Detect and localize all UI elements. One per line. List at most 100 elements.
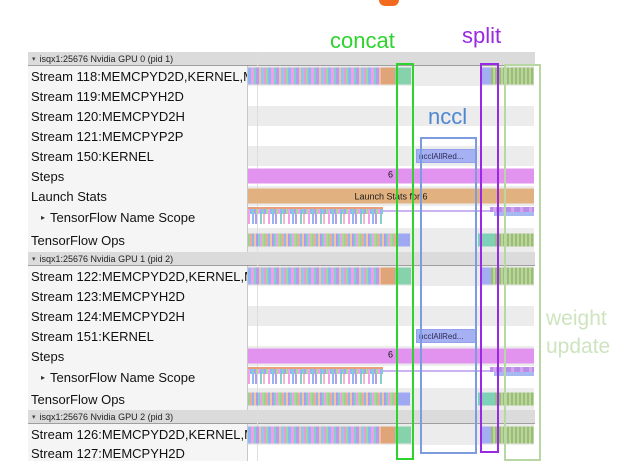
name-scope-span-bar[interactable]: [383, 210, 490, 212]
track-timeline[interactable]: [248, 86, 534, 106]
track-timeline[interactable]: [248, 306, 534, 326]
track-timeline[interactable]: [248, 424, 534, 445]
ops-event-teal[interactable]: [478, 392, 495, 406]
track-label[interactable]: TensorFlow Ops: [28, 388, 248, 410]
collapse-triangle-icon[interactable]: ▾: [32, 55, 36, 63]
annotation-weight-update-label: weight update: [546, 305, 610, 361]
step-number: 6: [388, 349, 394, 360]
track-label[interactable]: ▸ TensorFlow Name Scope: [28, 206, 248, 228]
track-timeline[interactable]: [248, 228, 534, 252]
track-label-text: TensorFlow Name Scope: [50, 369, 196, 385]
event-bar-orange[interactable]: [381, 267, 395, 285]
track-timeline[interactable]: 6: [248, 166, 534, 186]
track-timeline[interactable]: [248, 206, 534, 228]
track-row-stream151: Stream 151:KERNEL ncclAllRed...: [28, 326, 535, 346]
concat-event-bar[interactable]: [395, 267, 411, 285]
track-label[interactable]: Stream 127:MEMCPYH2D: [28, 445, 248, 461]
track-label[interactable]: Stream 119:MEMCPYH2D: [28, 86, 248, 106]
track-label[interactable]: Stream 150:KERNEL: [28, 146, 248, 166]
ops-events-cluster[interactable]: [248, 392, 398, 406]
track-label[interactable]: Steps: [28, 166, 248, 186]
track-row-steps: Steps 6: [28, 166, 535, 186]
track-row-stream122: Stream 122:MEMCPYD2D,KERNEL,MI: [28, 266, 535, 286]
track-label[interactable]: Stream 123:MEMCPYH2D: [28, 286, 248, 306]
track-label[interactable]: ▸ TensorFlow Name Scope: [28, 366, 248, 388]
track-row-stream123: Stream 123:MEMCPYH2D: [28, 286, 535, 306]
name-scope-icicle[interactable]: [248, 207, 383, 224]
track-row-stream127: Stream 127:MEMCPYH2D: [28, 445, 535, 461]
track-timeline[interactable]: [248, 445, 534, 461]
split-event-bar[interactable]: [480, 267, 491, 285]
track-timeline[interactable]: [248, 126, 534, 146]
kernel-events-cluster[interactable]: [248, 267, 381, 285]
ops-event-blue[interactable]: [398, 392, 410, 406]
section-header-gpu2[interactable]: ▾ isqx1:25676 Nvidia GPU 2 (pid 3): [28, 410, 535, 424]
launch-stats-event-bar[interactable]: Launch Stats for 6: [248, 188, 534, 204]
expand-triangle-icon[interactable]: ▸: [41, 372, 46, 382]
track-row-stream120: Stream 120:MEMCPYD2H: [28, 106, 535, 126]
track-label[interactable]: Stream 124:MEMCPYD2H: [28, 306, 248, 326]
track-row-steps: Steps 6: [28, 346, 535, 366]
kernel-events-cluster[interactable]: [248, 426, 381, 443]
section-title: isqx1:25676 Nvidia GPU 2 (pid 3): [39, 411, 174, 422]
track-label[interactable]: Stream 151:KERNEL: [28, 326, 248, 346]
track-timeline[interactable]: 6: [248, 346, 534, 366]
event-bar-orange[interactable]: [381, 426, 395, 443]
ops-event-blue[interactable]: [398, 233, 410, 247]
track-timeline[interactable]: Launch Stats for 6: [248, 186, 534, 206]
track-label[interactable]: Stream 121:MEMCPYP2P: [28, 126, 248, 146]
track-timeline[interactable]: [248, 286, 534, 306]
step-event-bar[interactable]: 6: [248, 348, 534, 364]
track-timeline[interactable]: [248, 66, 534, 86]
name-scope-right-cluster[interactable]: [490, 367, 534, 376]
track-timeline[interactable]: [248, 266, 534, 286]
clipped-orange-glyph: [379, 0, 399, 6]
section-title: isqx1:25676 Nvidia GPU 1 (pid 2): [39, 253, 174, 264]
weight-update-events[interactable]: [491, 67, 534, 85]
expand-triangle-icon[interactable]: ▸: [41, 212, 46, 222]
section-header-gpu0[interactable]: ▾ isqx1:25676 Nvidia GPU 0 (pid 1): [28, 52, 535, 66]
section-header-gpu1[interactable]: ▾ isqx1:25676 Nvidia GPU 1 (pid 2): [28, 252, 535, 266]
track-label[interactable]: Stream 120:MEMCPYD2H: [28, 106, 248, 126]
weight-update-events[interactable]: [491, 426, 534, 443]
event-bar-orange[interactable]: [381, 67, 395, 85]
annotation-concat-rect: [396, 63, 414, 460]
track-label[interactable]: TensorFlow Ops: [28, 228, 248, 252]
ops-event-teal[interactable]: [478, 233, 495, 247]
weight-update-events[interactable]: [491, 267, 534, 285]
split-event-bar[interactable]: [480, 67, 491, 85]
track-label[interactable]: Steps: [28, 346, 248, 366]
name-scope-span-bar[interactable]: [383, 370, 490, 372]
annotation-split-label: split: [462, 23, 502, 48]
track-timeline[interactable]: [248, 366, 534, 388]
track-timeline[interactable]: ncclAllRed...: [248, 326, 534, 346]
nccl-allreduce-event-bar[interactable]: ncclAllRed...: [416, 329, 476, 343]
track-label[interactable]: Stream 118:MEMCPYD2D,KERNEL,ME: [28, 66, 248, 86]
kernel-events-cluster[interactable]: [248, 67, 381, 85]
track-row-name-scope: ▸ TensorFlow Name Scope: [28, 366, 535, 388]
time-gridline: [257, 52, 258, 461]
track-row-stream119: Stream 119:MEMCPYH2D: [28, 86, 535, 106]
concat-event-bar[interactable]: [395, 426, 411, 443]
name-scope-right-cluster[interactable]: [490, 207, 534, 216]
track-label[interactable]: Stream 122:MEMCPYD2D,KERNEL,MI: [28, 266, 248, 286]
track-row-stream124: Stream 124:MEMCPYD2H: [28, 306, 535, 326]
collapse-triangle-icon[interactable]: ▾: [32, 413, 36, 421]
track-label[interactable]: Stream 126:MEMCPYD2D,KERNEL,MI: [28, 424, 248, 445]
concat-event-bar[interactable]: [395, 67, 411, 85]
annotation-weight-update-rect: [504, 64, 541, 461]
track-label[interactable]: Launch Stats: [28, 186, 248, 206]
collapse-triangle-icon[interactable]: ▾: [32, 255, 36, 263]
split-event-bar[interactable]: [480, 426, 491, 443]
track-row-stream121: Stream 121:MEMCPYP2P: [28, 126, 535, 146]
name-scope-icicle[interactable]: [248, 367, 383, 384]
track-timeline[interactable]: [248, 106, 534, 126]
step-event-bar[interactable]: 6: [248, 168, 534, 184]
ops-events-cluster[interactable]: [248, 233, 398, 247]
annotation-concat-label: concat: [330, 28, 395, 53]
step-number: 6: [388, 169, 394, 180]
annotation-nccl-rect: [420, 137, 477, 454]
section-title: isqx1:25676 Nvidia GPU 0 (pid 1): [39, 53, 174, 64]
track-row-stream126: Stream 126:MEMCPYD2D,KERNEL,MI: [28, 424, 535, 445]
